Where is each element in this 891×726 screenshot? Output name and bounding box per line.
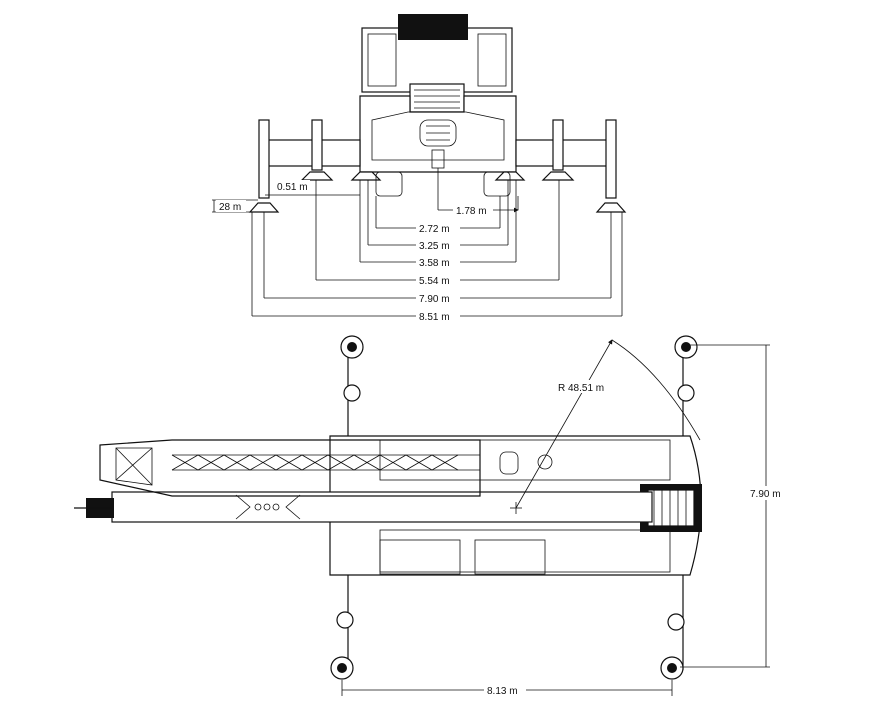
- dim-label-2-72: 2.72 m: [419, 224, 450, 235]
- height-label: 7.90 m: [750, 489, 781, 500]
- dim-label-5-54: 5.54 m: [419, 276, 450, 287]
- left-outrigger-beam: [261, 139, 361, 167]
- dim-label-8-51: 8.51 m: [419, 312, 450, 323]
- winch-top: [398, 14, 468, 40]
- carrier-body: [359, 95, 517, 173]
- top-view: R 48.51 m 7.90 m 8.13 m: [74, 335, 788, 698]
- left-outer-jack: [258, 119, 270, 199]
- length-label: 8.13 m: [487, 686, 518, 697]
- radius-arrow: [515, 339, 613, 509]
- dim-label-28: 28 m: [219, 202, 241, 213]
- height-dimension: [680, 344, 770, 668]
- dim-label-1-78: 1.78 m: [456, 206, 487, 217]
- dim-label-3-58: 3.58 m: [419, 258, 450, 269]
- lattice-jib: [99, 439, 481, 497]
- front-view: 0.51 m 28 m 1.78 m 2.72 m 3.25 m 3.58 m …: [212, 14, 627, 323]
- dim-label-3-25: 3.25 m: [419, 241, 450, 252]
- right-outer-jack: [605, 119, 617, 199]
- radius-label: R 48.51 m: [558, 383, 604, 394]
- dim-label-0-51: 0.51 m: [277, 182, 308, 193]
- right-outrigger-beam: [515, 139, 615, 167]
- dim-label-7-90: 7.90 m: [419, 294, 450, 305]
